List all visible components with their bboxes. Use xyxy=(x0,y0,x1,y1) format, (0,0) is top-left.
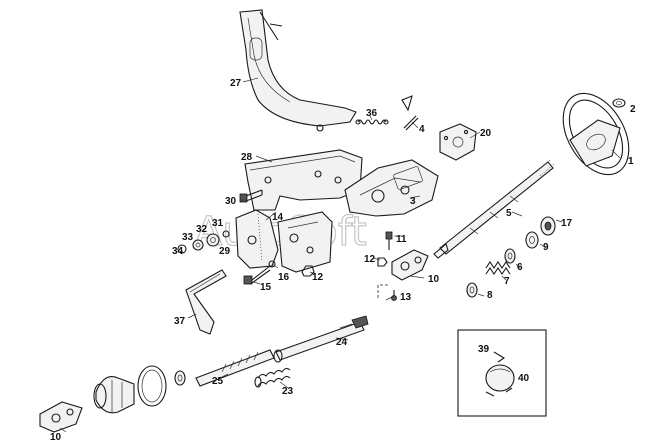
callout-39: 39 xyxy=(478,344,490,355)
callout-9: 9 xyxy=(543,242,549,253)
callout-4: 4 xyxy=(419,124,425,135)
part-lower-collar xyxy=(174,370,186,386)
part-15-bolt xyxy=(243,260,276,285)
callout-16: 16 xyxy=(278,272,290,283)
part-40-ball-joint xyxy=(485,364,515,392)
callout-24: 24 xyxy=(336,337,348,348)
callout-11: 11 xyxy=(396,234,407,245)
part-13-screw xyxy=(391,290,397,301)
part-11-bolt xyxy=(385,231,393,250)
part-28-mounting-bracket xyxy=(244,149,363,211)
callout-labels: 1 2 3 4 5 6 7 8 9 10 10 11 12 12 13 14 1… xyxy=(50,78,636,443)
callout-32: 32 xyxy=(196,224,208,235)
callout-40: 40 xyxy=(518,373,530,384)
part-9-ring xyxy=(525,231,539,249)
part-4-pin xyxy=(401,95,419,131)
callout-17: 17 xyxy=(561,218,573,229)
callout-14: 14 xyxy=(272,212,284,223)
part-39-clip xyxy=(485,351,513,397)
callout-25: 25 xyxy=(212,376,224,387)
callout-31: 31 xyxy=(212,218,224,229)
callout-15: 15 xyxy=(260,282,272,293)
part-37-pedal-lever xyxy=(185,269,227,335)
callout-36: 36 xyxy=(366,108,378,119)
part-14-quadrant-bracket xyxy=(235,209,279,269)
callout-33: 33 xyxy=(182,232,194,243)
callout-12-right: 12 xyxy=(364,254,376,265)
callout-28: 28 xyxy=(241,152,253,163)
part-10-lower-universal-joint xyxy=(39,401,83,433)
callout-37: 37 xyxy=(174,316,186,327)
part-lower-boot xyxy=(93,376,135,414)
callout-27: 27 xyxy=(230,78,242,89)
part-27-pedal-bracket xyxy=(239,9,357,132)
callout-10-lower: 10 xyxy=(50,432,62,443)
callout-7: 7 xyxy=(504,276,510,287)
inset-detail-box xyxy=(457,329,547,417)
part-2-nut xyxy=(612,98,626,108)
callout-8: 8 xyxy=(487,290,493,301)
callout-12-left: 12 xyxy=(312,272,324,283)
callout-23: 23 xyxy=(282,386,294,397)
part-25-splined-shaft xyxy=(195,349,275,387)
part-1-steering-wheel xyxy=(562,92,630,176)
part-12-nut-right xyxy=(377,257,388,267)
part-16-quadrant-plate xyxy=(277,211,333,273)
part-lower-seal-ring xyxy=(137,365,167,407)
part-10-upper-universal-joint xyxy=(377,249,429,300)
part-12-nut-left xyxy=(301,265,315,277)
part-24-intermediate-shaft xyxy=(273,315,369,363)
part-36-spring xyxy=(355,119,389,125)
part-23-spring-sleeve xyxy=(254,367,291,388)
callout-1: 1 xyxy=(628,156,634,167)
part-17-bearing xyxy=(540,216,556,236)
part-5-steering-shaft xyxy=(433,159,555,259)
part-7-spring xyxy=(485,261,511,275)
part-3-column-housing xyxy=(344,159,439,217)
callout-2: 2 xyxy=(630,104,636,115)
callout-20: 20 xyxy=(480,128,492,139)
callout-30: 30 xyxy=(225,196,237,207)
part-8-ring xyxy=(466,282,478,298)
callout-6: 6 xyxy=(517,262,523,273)
callout-13: 13 xyxy=(400,292,412,303)
part-20-cover xyxy=(439,123,477,161)
leader-lines xyxy=(59,77,621,433)
callout-3: 3 xyxy=(410,196,416,207)
washer-stack-29-34 xyxy=(177,230,230,254)
part-6-washer xyxy=(504,248,516,264)
callout-10-upper: 10 xyxy=(428,274,440,285)
callout-5: 5 xyxy=(506,208,512,219)
callout-29: 29 xyxy=(219,246,231,257)
part-30-bolt xyxy=(239,189,263,203)
callout-34: 34 xyxy=(172,246,184,257)
